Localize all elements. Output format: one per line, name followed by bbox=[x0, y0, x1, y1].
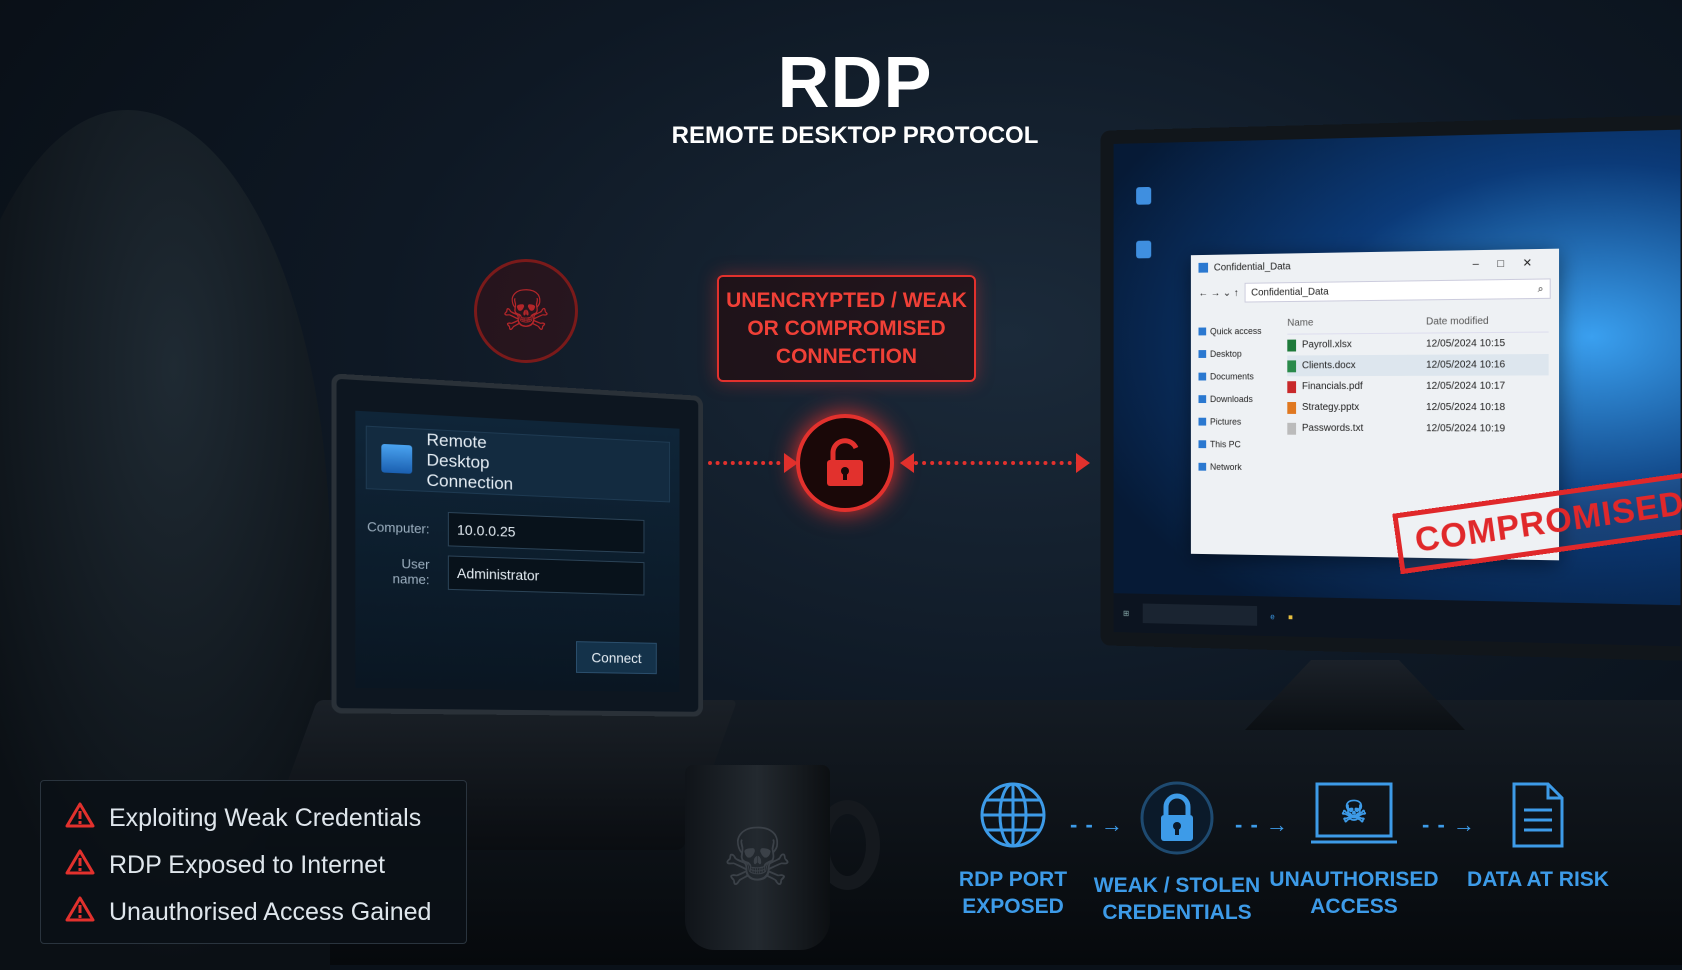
explorer-title: Confidential_Data bbox=[1214, 261, 1291, 273]
explorer-nav: Quick access Desktop Documents Downloads… bbox=[1199, 319, 1271, 478]
folder-icon[interactable]: ■ bbox=[1288, 612, 1293, 621]
nav-item[interactable]: Network bbox=[1199, 455, 1271, 478]
rdp-dialog-header: Remote Desktop Connection bbox=[366, 426, 670, 503]
connect-button[interactable]: Connect bbox=[576, 641, 657, 674]
risk-label: RDP Exposed to Internet bbox=[109, 851, 385, 880]
nav-label: This PC bbox=[1210, 439, 1241, 449]
nav-item[interactable]: Downloads bbox=[1199, 387, 1271, 410]
file-list: NameDate modified Payroll.xlsx 12/05/2024… bbox=[1287, 310, 1548, 440]
connection-line-left bbox=[708, 461, 788, 465]
username-input[interactable]: Administrator bbox=[448, 555, 645, 595]
nav-item[interactable]: This PC bbox=[1199, 432, 1271, 455]
file-icon bbox=[1287, 381, 1296, 393]
file-date: 12/05/2024 10:19 bbox=[1426, 423, 1505, 434]
arrow-right-icon bbox=[1076, 453, 1090, 473]
svg-text:☠: ☠ bbox=[1341, 796, 1368, 829]
laptop-screen: Remote Desktop Connection Computer: 10.0… bbox=[331, 373, 703, 716]
desktop-icon[interactable] bbox=[1132, 241, 1155, 259]
file-icon bbox=[1287, 402, 1296, 414]
padlock-icon bbox=[1139, 780, 1215, 856]
flow-label: WEAK / STOLEN bbox=[1087, 872, 1267, 899]
start-icon[interactable]: ⊞ bbox=[1123, 608, 1129, 617]
flow-step-credentials: WEAK / STOLENCREDENTIALS bbox=[1087, 780, 1267, 926]
computer-label: Computer: bbox=[366, 518, 430, 536]
file-name: Financials.pdf bbox=[1302, 381, 1363, 392]
flow-step-access: ☠ UNAUTHORISEDACCESS bbox=[1264, 780, 1444, 920]
nav-item[interactable]: Desktop bbox=[1199, 342, 1271, 365]
remote-desktop-icon bbox=[381, 444, 412, 474]
folder-icon bbox=[1199, 263, 1209, 273]
skull-mug: ☠ bbox=[685, 765, 830, 950]
arrow-left-icon bbox=[900, 453, 914, 473]
nav-label: Documents bbox=[1210, 371, 1254, 381]
desktop-icon[interactable] bbox=[1132, 187, 1155, 205]
file-row[interactable]: Financials.pdf 12/05/2024 10:17 bbox=[1287, 375, 1548, 397]
risk-panel: Exploiting Weak Credentials RDP Exposed … bbox=[40, 780, 467, 944]
column-date[interactable]: Date modified bbox=[1426, 316, 1489, 328]
skull-icon: ☠ bbox=[474, 259, 578, 363]
warning-icon bbox=[65, 896, 95, 929]
flow-label: CREDENTIALS bbox=[1087, 899, 1267, 926]
nav-buttons[interactable]: ← → ⌄ ↑ bbox=[1199, 287, 1239, 298]
nav-label: Downloads bbox=[1210, 394, 1253, 404]
nav-item[interactable]: Quick access bbox=[1199, 319, 1271, 342]
file-row[interactable]: Strategy.pptx 12/05/2024 10:18 bbox=[1287, 397, 1548, 418]
taskbar-search[interactable] bbox=[1142, 604, 1256, 626]
computer-input[interactable]: 10.0.0.25 bbox=[448, 512, 645, 553]
address-path: Confidential_Data bbox=[1251, 286, 1329, 298]
risk-item: Exploiting Weak Credentials bbox=[65, 795, 466, 842]
file-name: Payroll.xlsx bbox=[1302, 339, 1352, 350]
rdp-dialog: Remote Desktop Connection Computer: 10.0… bbox=[355, 411, 679, 692]
flow-label: ACCESS bbox=[1264, 893, 1444, 920]
warning-icon bbox=[65, 802, 95, 835]
file-date: 12/05/2024 10:16 bbox=[1426, 359, 1505, 370]
file-name: Strategy.pptx bbox=[1302, 402, 1359, 413]
flow-label: DATA AT RISK bbox=[1448, 866, 1628, 893]
warning-callout: UNENCRYPTED / WEAK OR COMPROMISED CONNEC… bbox=[717, 275, 976, 382]
flow-label: RDP PORT bbox=[923, 866, 1103, 893]
taskbar: ⊞ e ■ bbox=[1114, 593, 1681, 646]
file-icon bbox=[1287, 360, 1296, 372]
file-date: 12/05/2024 10:15 bbox=[1426, 338, 1505, 350]
risk-label: Unauthorised Access Gained bbox=[109, 898, 431, 927]
file-row[interactable]: Passwords.txt 12/05/2024 10:19 bbox=[1287, 418, 1548, 440]
column-name[interactable]: Name bbox=[1287, 316, 1426, 328]
risk-item: Unauthorised Access Gained bbox=[65, 889, 466, 936]
nav-item[interactable]: Pictures bbox=[1199, 410, 1271, 433]
file-date: 12/05/2024 10:17 bbox=[1426, 381, 1505, 392]
flow-step-data-risk: DATA AT RISK bbox=[1448, 780, 1628, 893]
username-label: User name: bbox=[366, 555, 430, 588]
address-bar[interactable]: Confidential_Data ⌕ bbox=[1244, 278, 1550, 302]
rdp-dialog-title: Remote Desktop Connection bbox=[427, 430, 547, 496]
page-title: RDP bbox=[0, 42, 1682, 124]
search-icon[interactable]: ⌕ bbox=[1538, 283, 1544, 294]
file-row[interactable]: Clients.docx 12/05/2024 10:16 bbox=[1287, 354, 1548, 376]
edge-icon[interactable]: e bbox=[1270, 612, 1274, 621]
document-icon bbox=[1510, 780, 1566, 850]
file-icon bbox=[1287, 339, 1296, 351]
unlocked-padlock-icon bbox=[796, 414, 894, 512]
nav-label: Network bbox=[1210, 461, 1242, 471]
risk-label: Exploiting Weak Credentials bbox=[109, 804, 421, 833]
globe-icon bbox=[978, 780, 1048, 850]
file-name: Passwords.txt bbox=[1302, 423, 1363, 434]
file-icon bbox=[1287, 422, 1296, 434]
risk-item: RDP Exposed to Internet bbox=[65, 842, 466, 889]
file-name: Clients.docx bbox=[1302, 360, 1356, 371]
warning-icon bbox=[65, 849, 95, 882]
nav-label: Pictures bbox=[1210, 416, 1241, 426]
flow-label: EXPOSED bbox=[923, 893, 1103, 920]
file-date: 12/05/2024 10:18 bbox=[1426, 402, 1505, 413]
window-controls[interactable]: –□✕ bbox=[1473, 255, 1551, 269]
flow-label: UNAUTHORISED bbox=[1264, 866, 1444, 893]
nav-item[interactable]: Documents bbox=[1199, 364, 1271, 387]
laptop-skull-icon: ☠ bbox=[1309, 780, 1399, 850]
file-row[interactable]: Payroll.xlsx 12/05/2024 10:15 bbox=[1287, 333, 1548, 356]
flow-step-rdp-port: RDP PORTEXPOSED bbox=[923, 780, 1103, 920]
nav-label: Quick access bbox=[1210, 326, 1262, 336]
connection-line-right bbox=[914, 461, 1080, 465]
nav-label: Desktop bbox=[1210, 348, 1242, 358]
